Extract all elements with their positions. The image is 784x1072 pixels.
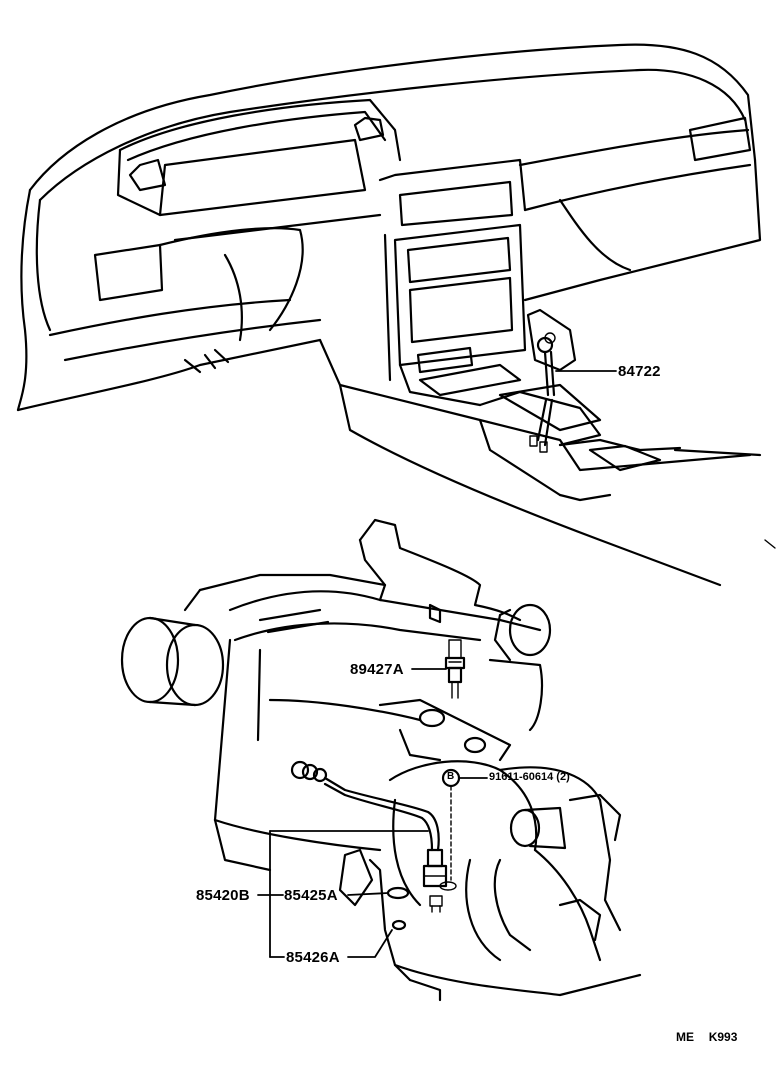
label-84722: 84722 xyxy=(618,363,661,380)
label-85425a: 85425A xyxy=(284,887,338,904)
bolt-marker-letter: B xyxy=(447,771,455,782)
label-89427a: 89427A xyxy=(350,661,404,678)
part-89427a-sensor xyxy=(444,639,466,699)
instrument-panel xyxy=(16,43,776,587)
engine-assembly xyxy=(120,518,642,1002)
diagram-code: ME K993 xyxy=(676,1031,737,1043)
label-85420b: 85420B xyxy=(196,887,250,904)
part-gaskets xyxy=(386,886,410,931)
diagram-code-number: K993 xyxy=(708,1030,738,1044)
part-85420b-sensor-cable xyxy=(290,760,457,913)
leader-lines xyxy=(257,370,617,958)
label-91611-qty: (2) xyxy=(556,771,570,783)
label-91611-60614: 91611-60614 (2) xyxy=(489,772,570,783)
diagram-code-prefix: ME xyxy=(676,1030,694,1044)
bolt-marker xyxy=(441,768,461,881)
label-91611-number: 91611-60614 xyxy=(489,771,554,783)
label-85426a: 85426A xyxy=(286,949,340,966)
